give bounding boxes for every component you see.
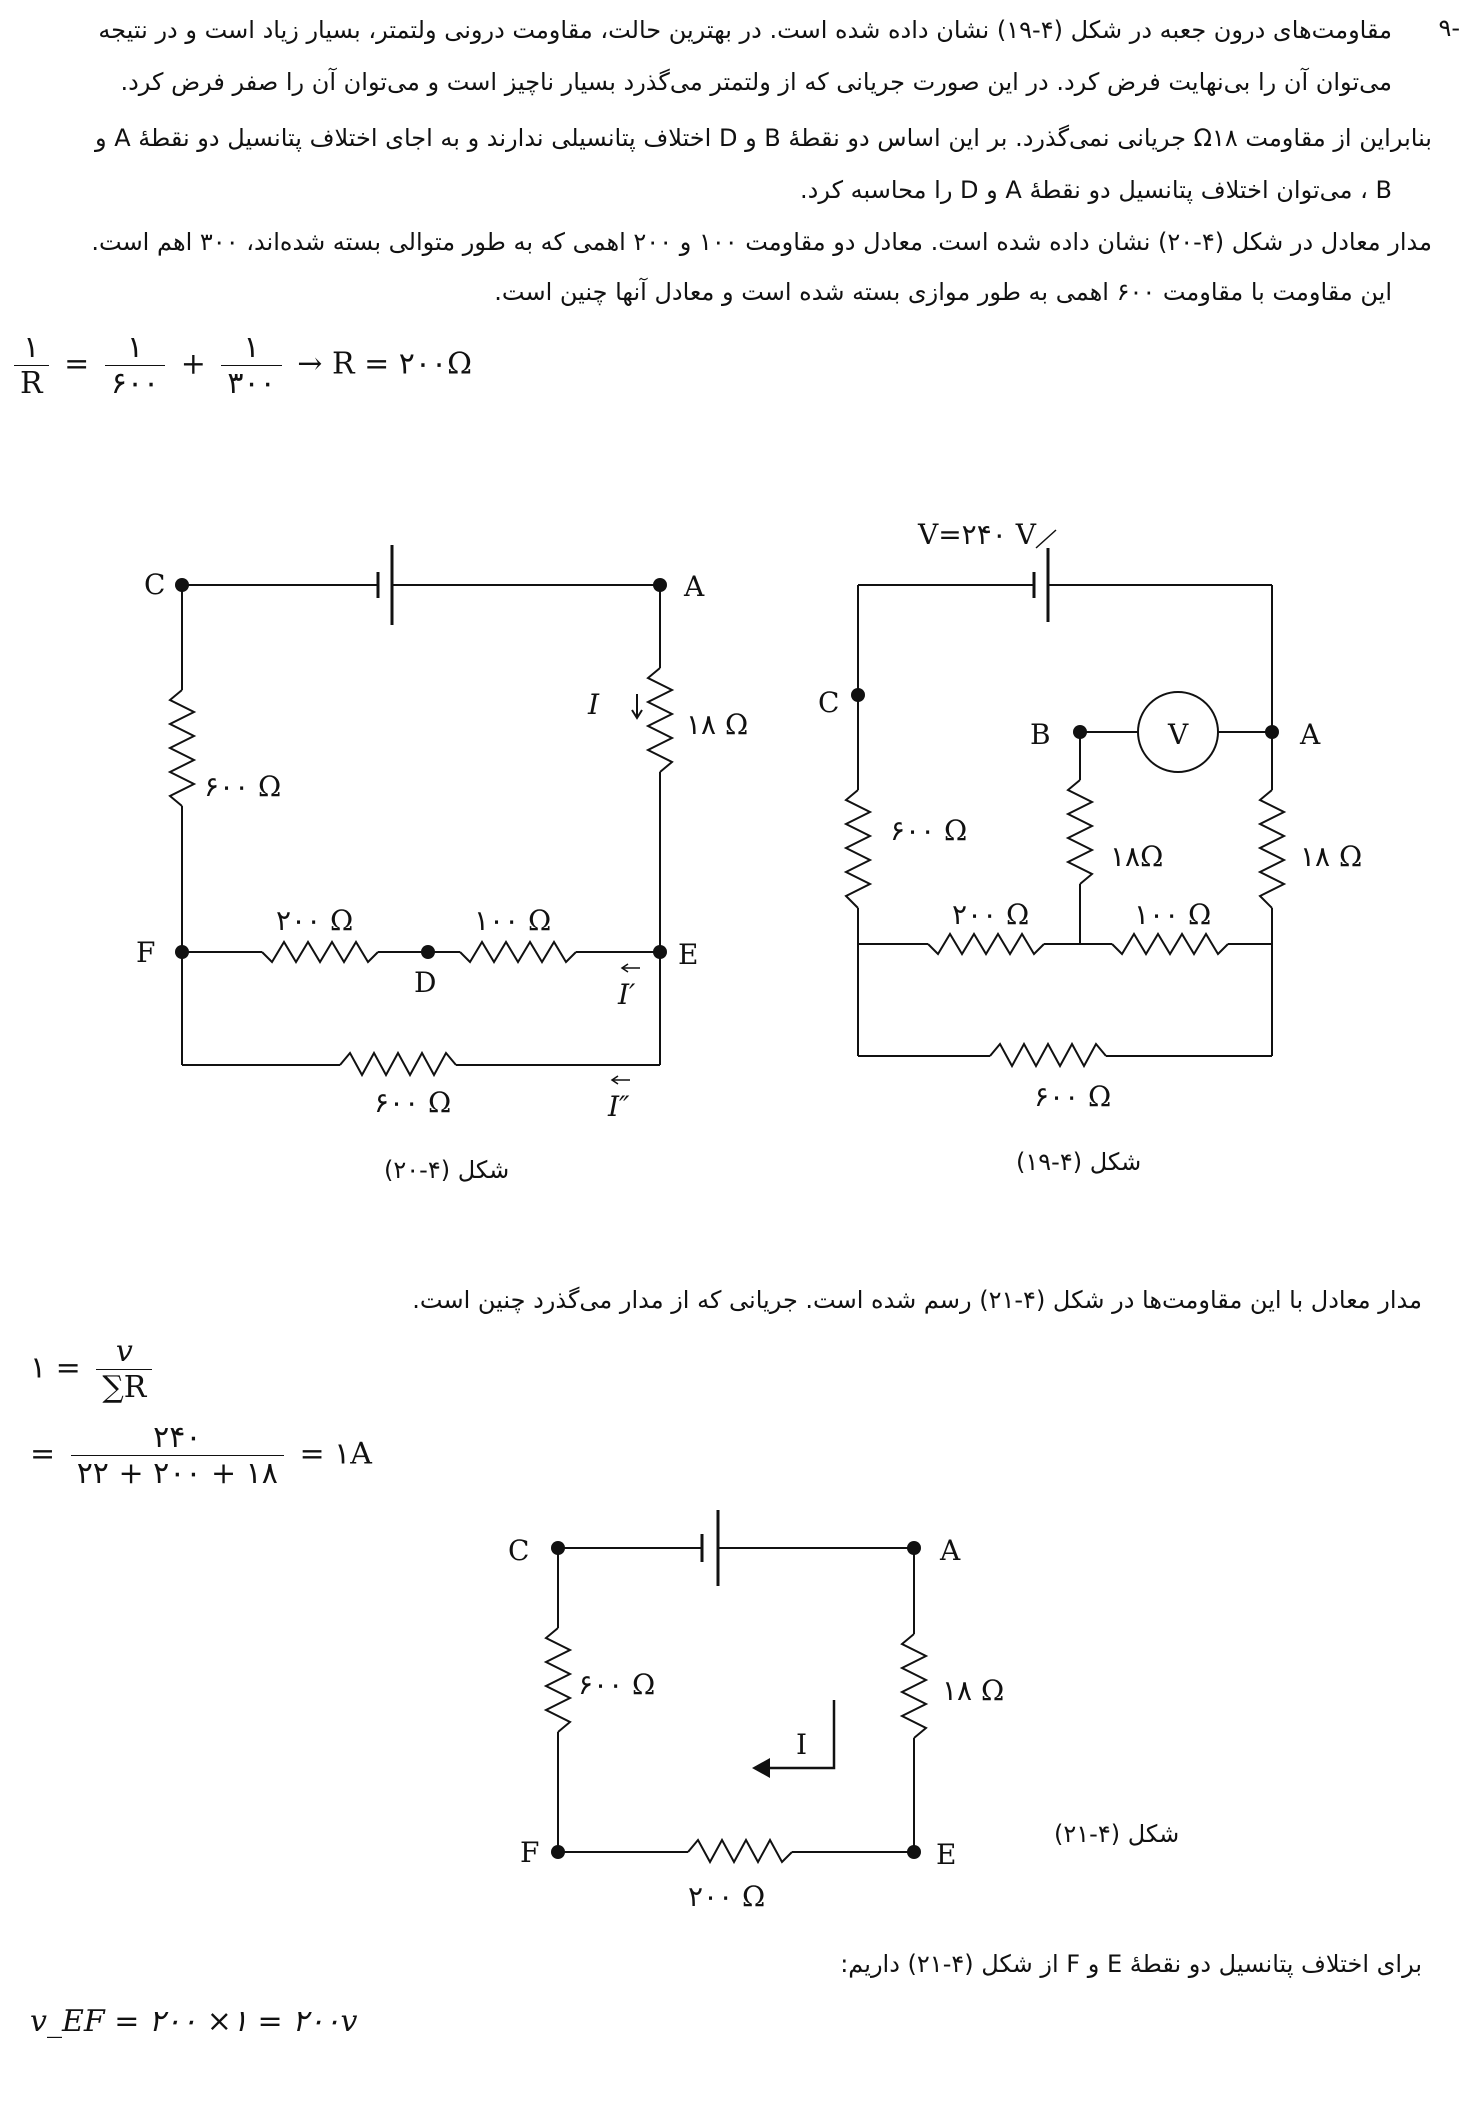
fig19-voltage-label: V=۲۴۰ V (917, 518, 1037, 551)
fig19-r-600-bottom: ۶۰۰ Ω (1034, 1080, 1111, 1113)
fig21-node-C: C (508, 1534, 529, 1567)
fig21-node-E: E (936, 1838, 956, 1871)
fig21-r-200: ۲۰۰ Ω (688, 1880, 765, 1913)
fig20-node-E: E (678, 938, 698, 971)
fig20-caption: شکل (۴-۲۰) (384, 1156, 510, 1184)
problem-number: -۹ (1438, 14, 1460, 42)
fig20-current-I-dprime: I″ (607, 1090, 630, 1123)
eq1-t2-num: ۱ (221, 330, 282, 366)
para2: مدار معادل با این مقاومت‌ها در شکل (۴-۲۱… (412, 1286, 1422, 1314)
equation-vef: v_EF = ۲۰۰ ×۱ = ۲۰۰v (30, 2004, 358, 2039)
fig20-r-200: ۲۰۰ Ω (276, 904, 353, 937)
fig19-caption: شکل (۴-۱۹) (1016, 1148, 1142, 1176)
fig19-node-B: B (1030, 718, 1051, 751)
para1-line3: بنابراین از مقاومت Ω۱۸ جریانی نمی‌گذرد. … (95, 124, 1432, 152)
eq1-t2-den: ۳۰۰ (227, 366, 276, 401)
fig20-node-D: D (414, 966, 436, 999)
fig19-r-600-left: ۶۰۰ Ω (890, 814, 967, 847)
eq2-result: = ۱A (299, 1436, 372, 1472)
fig21-caption: شکل (۴-۲۱) (1054, 1820, 1180, 1848)
fig19-node-C: C (818, 686, 839, 719)
fig20-r-100: ۱۰۰ Ω (474, 904, 551, 937)
eq1-t1-num: ۱ (104, 330, 166, 366)
fig21-node-A: A (939, 1534, 961, 1567)
eq2-den2: ۲۲ + ۲۰۰ + ۱۸ (76, 1456, 278, 1491)
fig19-r-100: ۱۰۰ Ω (1134, 898, 1211, 931)
para1-line2: می‌توان آن را بی‌نهایت فرض کرد. در این ص… (120, 68, 1392, 96)
fig19-r-18-mid: ۱۸Ω (1110, 840, 1163, 873)
eq1-t1-den: ۶۰۰ (110, 366, 160, 401)
fig20-current-I: I (587, 688, 600, 721)
para1-line6: این مقاومت با مقاومت ۶۰۰ اهمی به طور موا… (494, 278, 1392, 306)
eq2-eq: = (30, 1436, 56, 1472)
fig19-node-A: A (1299, 718, 1321, 751)
eq2-num2: ۲۴۰ (70, 1420, 284, 1456)
para1-line1: مقاومت‌های درون جعبه در شکل (۴-۱۹) نشان … (98, 16, 1392, 44)
fig20-node-F: F (136, 936, 155, 969)
fig20-r-18: ۱۸ Ω (686, 708, 748, 741)
fig19-r-200: ۲۰۰ Ω (952, 898, 1029, 931)
fig20-current-I-prime: I′ (617, 978, 636, 1011)
eq1-result: → R = ۲۰۰Ω (297, 346, 472, 382)
eq1-lhs-den: R (20, 366, 43, 401)
para1-line5: مدار معادل در شکل (۴-۲۰) نشان داده شده ا… (91, 228, 1432, 256)
fig21-r-18: ۱۸ Ω (942, 1674, 1004, 1707)
para3: برای اختلاف پتانسیل دو نقطهٔ E و F از شک… (840, 1950, 1422, 1978)
fig19-voltmeter-label: V (1167, 718, 1189, 751)
equation-current: ۱ = v∑R (30, 1334, 158, 1405)
eq2-num: v (96, 1334, 153, 1370)
eq2-lhs: ۱ = (30, 1350, 81, 1386)
para1-line4: B ، می‌توان اختلاف پتانسیل دو نقطهٔ A و … (800, 176, 1392, 204)
fig20-r-600-left: ۶۰۰ Ω (204, 770, 281, 803)
fig20-r-600-bottom: ۶۰۰ Ω (374, 1086, 451, 1119)
fig19-r-18-right: ۱۸ Ω (1300, 840, 1362, 873)
fig21-current-I: I (796, 1728, 807, 1761)
fig20-node-A: A (683, 570, 705, 603)
eq2-den: ∑R (102, 1370, 147, 1405)
fig20-node-C: C (144, 568, 165, 601)
fig21-r-600: ۶۰۰ Ω (578, 1668, 655, 1701)
fig21-node-F: F (520, 1836, 539, 1869)
eq1-lhs-num: ۱ (14, 330, 49, 366)
